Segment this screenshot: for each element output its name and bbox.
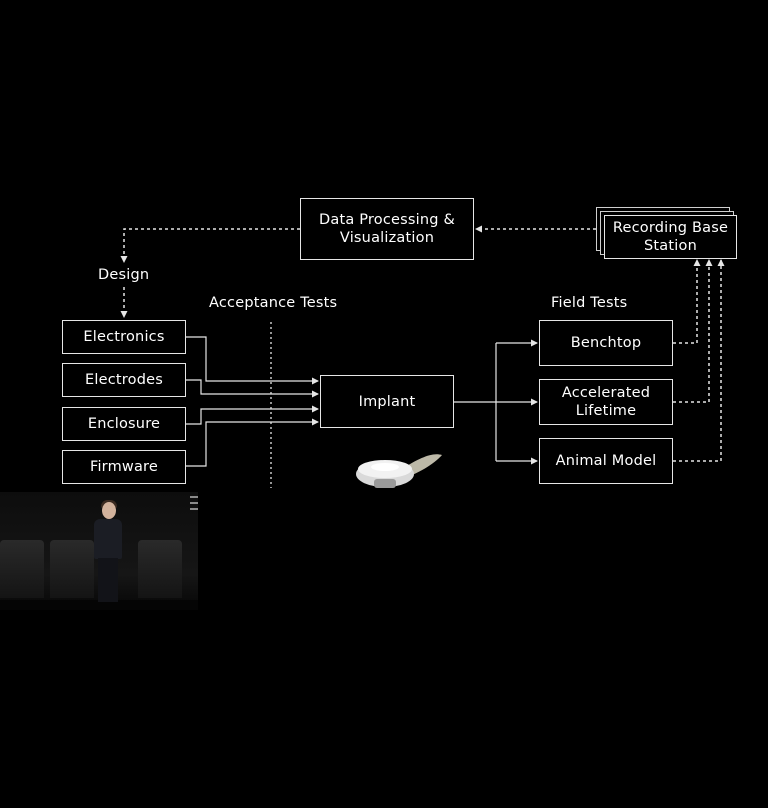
stage-light-mark — [190, 496, 198, 498]
arrow-firmware-to-implant — [186, 418, 319, 467]
stage-floor — [0, 600, 198, 610]
design-label: Design — [98, 267, 150, 283]
arrow-electronics-to-implant — [186, 336, 319, 385]
electrodes-box: Electrodes — [62, 363, 186, 397]
implant-box: Implant — [320, 375, 454, 428]
presenter-head — [102, 502, 116, 519]
field-tests-label: Field Tests — [551, 295, 628, 311]
stage-light-mark — [190, 508, 198, 510]
accelerated-lifetime-box: Accelerated Lifetime — [539, 379, 673, 425]
data-processing-box: Data Processing & Visualization — [300, 198, 474, 260]
arrow-enclosure-to-implant — [186, 405, 319, 425]
electronics-box: Electronics — [62, 320, 186, 354]
presenter-stage-image — [0, 492, 198, 610]
arrow-accelerated-lifetime-to-base-station — [673, 259, 713, 403]
presenter-torso — [94, 519, 122, 559]
implant-device-illustration — [356, 454, 442, 488]
presenter-legs — [98, 558, 118, 602]
arrow-electrodes-to-implant — [186, 379, 319, 398]
benchtop-box: Benchtop — [539, 320, 673, 366]
audience-seat — [138, 540, 182, 598]
audience-seat — [0, 540, 44, 598]
arrow-data-processing-to-design — [120, 228, 300, 263]
presenter-figure — [90, 500, 126, 602]
arrow-animal-model-to-base-station — [673, 259, 725, 462]
acceptance-tests-label: Acceptance Tests — [209, 295, 338, 311]
stage-light-mark — [190, 502, 198, 504]
firmware-box: Firmware — [62, 450, 186, 484]
enclosure-box: Enclosure — [62, 407, 186, 441]
recording-base-station-box: Recording Base Station — [604, 215, 737, 259]
arrow-benchtop-to-base-station — [673, 259, 701, 344]
audience-seat — [50, 540, 94, 598]
animal-model-box: Animal Model — [539, 438, 673, 484]
